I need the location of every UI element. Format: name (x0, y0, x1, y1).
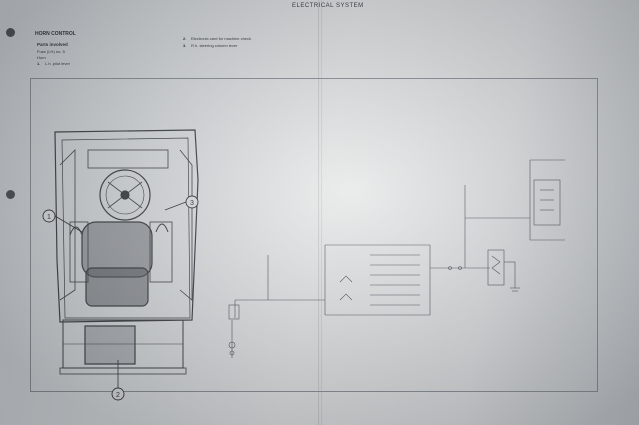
parts-subtext: Fuse (LH) no. 5 (37, 49, 65, 54)
svg-text:1: 1 (47, 214, 51, 221)
part-number: 2. (183, 36, 187, 41)
section-title: HORN CONTROL (35, 31, 76, 37)
binder-hole (6, 190, 15, 199)
parts-subtext: Horn (37, 55, 46, 60)
machine-cab-drawing (54, 129, 199, 375)
part-label: L.h. pilot lever (45, 61, 70, 66)
part-number: 1. (37, 61, 41, 66)
part-label: Electronic card for machine check (191, 36, 252, 41)
page-header: ELECTRICAL SYSTEM (292, 3, 364, 9)
callout-leader-lines (54, 201, 187, 388)
callout-3: 3 (185, 195, 199, 209)
callout-2: 2 (111, 387, 125, 401)
callout-1: 1 (42, 209, 56, 223)
part-label: R.h. steering column lever (191, 43, 238, 48)
svg-text:3: 3 (190, 200, 194, 207)
svg-text:2: 2 (116, 392, 120, 399)
schematic-wiring (228, 159, 565, 358)
parts-heading: Parts involved (37, 42, 68, 47)
part-number: 3. (183, 43, 187, 48)
diagram-frame (30, 78, 598, 392)
page-fold (318, 0, 322, 425)
binder-hole (6, 28, 15, 37)
